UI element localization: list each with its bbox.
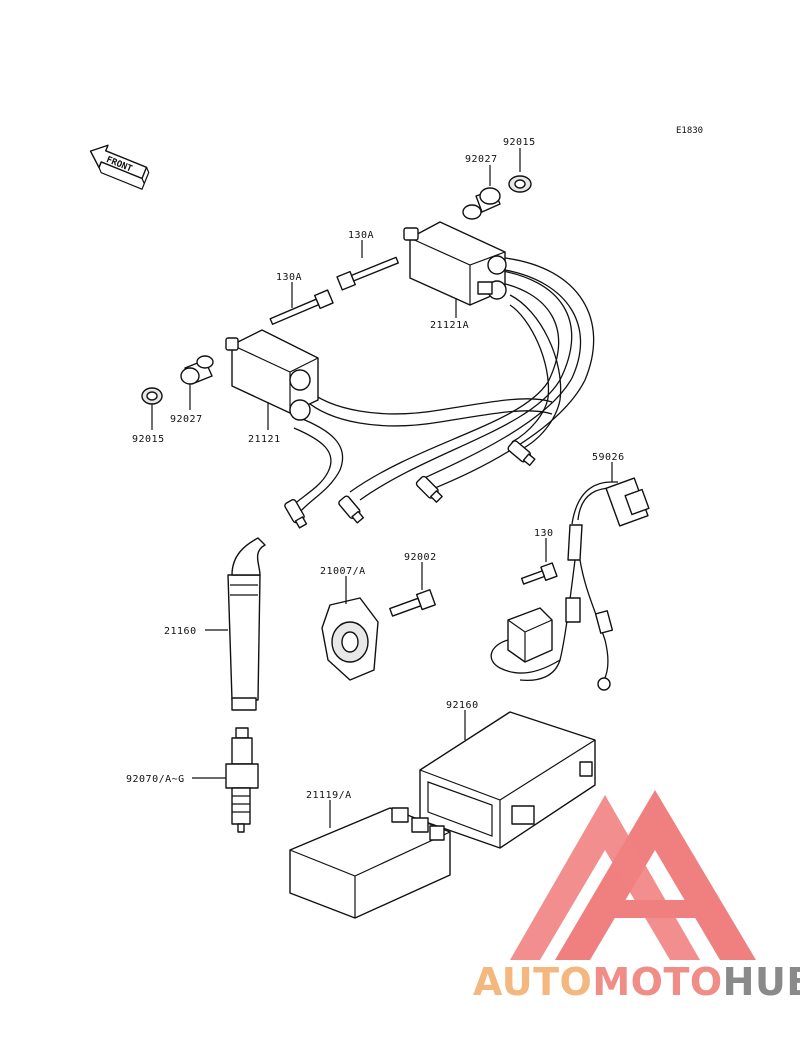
label-130a-top: 130A: [348, 230, 374, 241]
bolt-130a-top: [336, 256, 399, 291]
label-92027-left: 92027: [170, 414, 203, 425]
label-92015-left: 92015: [132, 434, 165, 445]
ignition-coil-right: [403, 221, 507, 306]
bolt-92002: [389, 589, 436, 617]
case-92160: [419, 711, 596, 849]
label-130: 130: [534, 528, 554, 539]
label-21119a: 21119/A: [306, 790, 352, 801]
automotohub-wordmark: AUTOMOTOHUB: [473, 960, 800, 1004]
label-21121: 21121: [248, 434, 281, 445]
watermark-hub: HUB: [723, 960, 800, 1004]
front-arrow-icon: FRONT: [89, 144, 150, 190]
collar-92027-left: [180, 355, 214, 385]
label-21121a: 21121A: [430, 320, 469, 331]
spark-plug: [225, 727, 259, 833]
label-130a-left: 130A: [276, 272, 302, 283]
part-labels: 92015 92027 130A 130A 21121A 92027 92015…: [126, 137, 625, 801]
label-21007a: 21007/A: [320, 566, 366, 577]
plug-cap-ends: [284, 440, 536, 529]
label-59026: 59026: [592, 452, 625, 463]
watermark-moto: MOTO: [592, 960, 722, 1004]
label-92002: 92002: [404, 552, 437, 563]
ignition-coil-left: [225, 329, 319, 421]
igniter-unit: [289, 807, 451, 919]
collar-92015-left: [141, 387, 163, 405]
bolt-130a-left: [269, 289, 334, 325]
spark-plug-cap: [227, 537, 266, 711]
timing-rotor-plate: [321, 597, 379, 681]
diagram-code: E1830: [676, 126, 703, 136]
label-92015-top: 92015: [503, 137, 536, 148]
leader-lines: [151, 148, 613, 828]
high-tension-leads: [289, 257, 595, 513]
pickup-coil-assembly: [490, 477, 650, 691]
collar-92015-top: [508, 175, 532, 193]
label-92027-top: 92027: [465, 154, 498, 165]
svg-text:AUTOMOTOHUB: AUTOMOTOHUB: [473, 960, 800, 1004]
watermark-auto: AUTO: [473, 960, 592, 1004]
label-92070: 92070/A~G: [126, 774, 185, 785]
label-21160: 21160: [164, 626, 197, 637]
bolt-130: [520, 562, 558, 585]
collar-92027-top: [462, 187, 501, 220]
automotohub-logo-icon: [510, 790, 756, 960]
label-92160: 92160: [446, 700, 479, 711]
